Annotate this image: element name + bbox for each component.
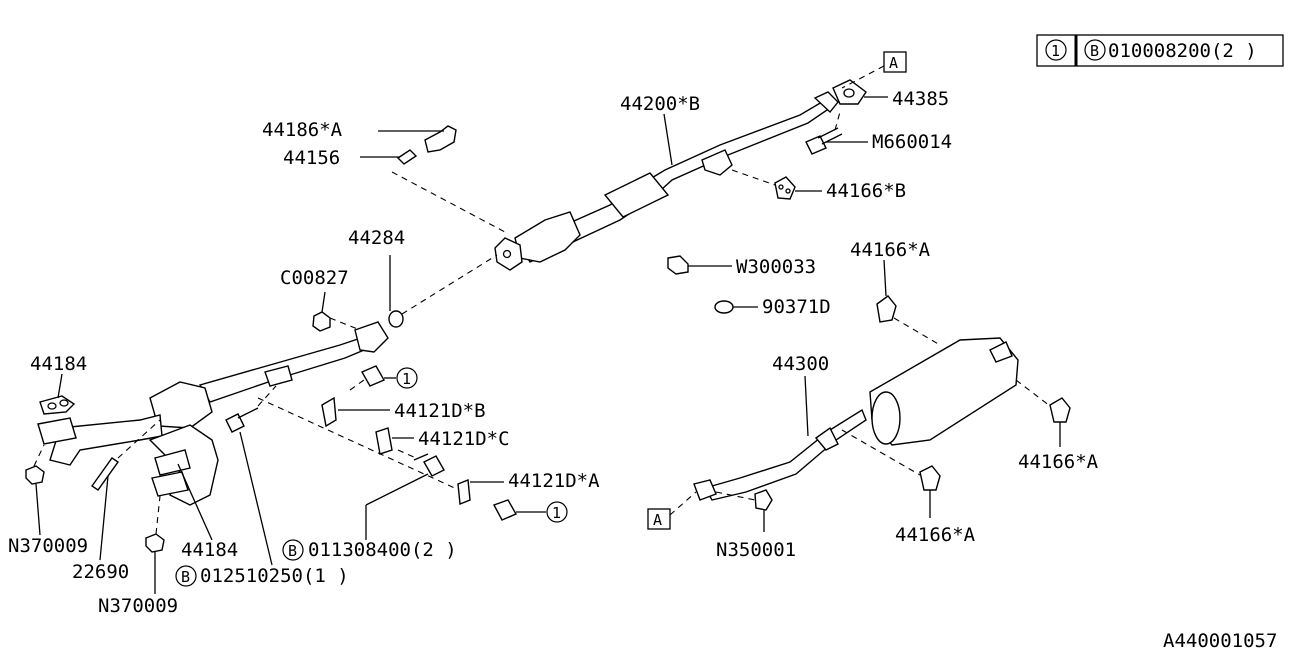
rubber-44166A-top [876, 295, 897, 323]
label-44200B: 44200*B [620, 93, 700, 115]
legend-text: 010008200(2 ) [1108, 40, 1257, 62]
label-90371D: 90371D [762, 296, 831, 318]
ref-circle1-upper: 1 [402, 370, 411, 388]
bolt-ref1-lower [493, 499, 517, 521]
nut-n370009-bottom [145, 533, 165, 553]
front-pipe-bracket [264, 365, 293, 387]
sensor-22690 [91, 457, 119, 491]
label-W300033: W300033 [736, 256, 816, 278]
manifold-flange-lower [151, 471, 189, 497]
clip-w300033 [667, 255, 689, 275]
B-badge-011308400: B [288, 542, 297, 560]
legend-index-circle [1045, 39, 1067, 61]
label-44186A: 44186*A [262, 119, 343, 141]
flange-rear [813, 91, 839, 114]
bolt-m660014-shape [805, 135, 827, 155]
o2-sensor-44186A [424, 125, 457, 153]
manifold-flange-left [37, 417, 77, 445]
center-muffler [603, 172, 670, 218]
label-44121DA: 44121D*A [508, 470, 600, 492]
label-44166A-bottom: 44166*A [895, 524, 976, 546]
hanger-bracket [701, 149, 733, 176]
catalytic-converter [514, 211, 581, 263]
nut-n370009-left [25, 465, 45, 485]
label-N370009-bottom: N370009 [98, 595, 178, 617]
ref-circle1-lower: 1 [552, 504, 561, 522]
front-pipe-flange [354, 321, 389, 353]
muffler-hanger-bracket [814, 426, 839, 451]
rubber-hanger-44166B [774, 176, 796, 200]
ref-A-top: A [889, 54, 898, 72]
label-M660014: M660014 [872, 131, 952, 153]
B-badge-012510250: B [181, 568, 190, 586]
label-44385: 44385 [892, 88, 949, 110]
rubber-44166A-bottom [919, 465, 941, 491]
label-44166A-top: 44166*A [850, 239, 931, 261]
label-44121DB: 44121D*B [394, 400, 486, 422]
label-C00827: C00827 [280, 267, 349, 289]
gasket-44284 [388, 310, 404, 328]
label-44184-bottom: 44184 [181, 539, 238, 561]
bracket-44121D-B [321, 396, 337, 428]
legend-box: 1 B 010008200(2 ) [1036, 34, 1284, 67]
legend-b-letter: B [1090, 42, 1099, 60]
center-pipe-44200B [494, 91, 839, 271]
gasket-44184-top [39, 395, 76, 415]
drawing-id: A440001057 [1163, 630, 1277, 652]
manifold-flange-right [154, 449, 191, 476]
gasket-44156-spring [396, 149, 418, 165]
front-exhaust-pipe [37, 321, 389, 506]
nut-n350001 [754, 489, 773, 511]
rubber-44166A-right [1049, 397, 1071, 423]
muffler-inlet-flange [693, 479, 717, 501]
label-44166A-right: 44166*A [1018, 451, 1099, 473]
bolt-012510250 [225, 413, 245, 433]
ref-A-bottom: A [653, 511, 662, 529]
label-012510250: 012510250(1 ) [200, 565, 349, 587]
legend-b-badge [1084, 39, 1106, 61]
flange-front [494, 237, 523, 271]
label-011308400: 011308400(2 ) [308, 539, 457, 561]
legend-index: 1 [1051, 42, 1060, 60]
bracket-44121D-A [457, 479, 471, 505]
muffler-tail-pipe [989, 341, 1013, 363]
rear-muffler-44300 [693, 337, 1019, 501]
label-N350001: N350001 [716, 539, 796, 561]
label-44300: 44300 [772, 353, 829, 375]
gasket-44385-shape [832, 79, 867, 105]
label-N370009-left: N370009 [8, 535, 88, 557]
bolt-011308400 [423, 455, 445, 477]
nut-c00827 [312, 311, 331, 332]
label-44184-top: 44184 [30, 353, 87, 375]
label-44284: 44284 [348, 227, 405, 249]
grommet-90371D [714, 300, 734, 314]
label-44156: 44156 [283, 147, 340, 169]
label-44121DC: 44121D*C [418, 428, 510, 450]
manifold-left-pipe [49, 414, 163, 466]
label-22690: 22690 [72, 561, 129, 583]
bolt-ref1-upper [361, 365, 385, 387]
bracket-44121D-C [375, 427, 393, 455]
label-44166B: 44166*B [826, 180, 906, 202]
